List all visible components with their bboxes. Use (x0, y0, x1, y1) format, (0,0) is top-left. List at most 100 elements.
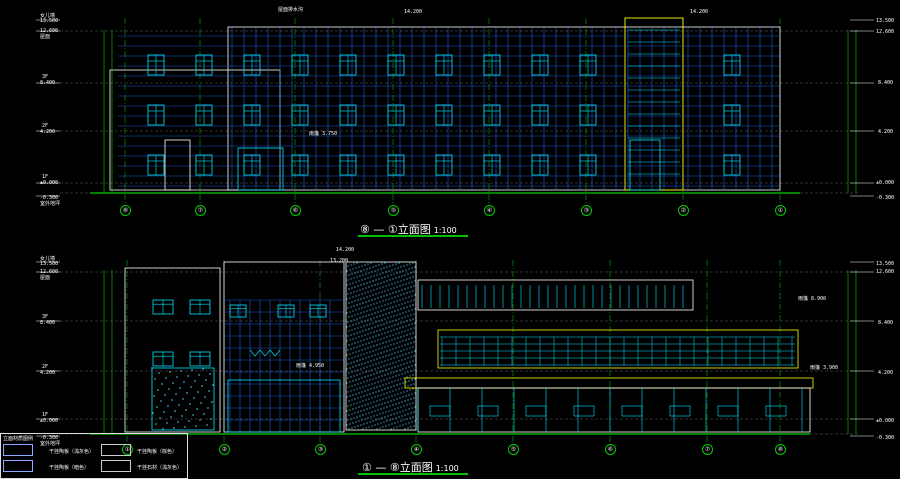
bottom-axis-8: ⑧ (775, 444, 786, 455)
bottom-stone-tower-dot (345, 345, 347, 347)
bottom-stone-tower-dot (372, 378, 374, 380)
bottom-stone-tower-dot (372, 392, 374, 394)
bottom-stone-tower-dot (380, 408, 382, 410)
bottom-left-stone-dot (200, 402, 202, 404)
bottom-stone-tower-dot (359, 387, 361, 389)
bottom-stone-tower-dot (372, 266, 374, 268)
bottom-stone-tower-dot (404, 428, 406, 430)
bottom-stone-tower-dot (381, 333, 383, 335)
bottom-stone-tower-dot (408, 366, 410, 368)
bottom-stone-tower-dot (384, 402, 386, 404)
bottom-stone-tower-dot (358, 266, 360, 268)
bottom-stone-tower-dot (402, 298, 404, 300)
bottom-left-stone-dot (197, 391, 199, 393)
bottom-stone-tower-dot (396, 384, 398, 386)
bottom-stone-tower-dot (357, 299, 359, 301)
bottom-stone-tower-dot (389, 391, 391, 393)
bottom-stone-tower-dot (387, 359, 389, 361)
bottom-stone-tower-dot (345, 415, 347, 417)
bottom-left-stone-dot (190, 386, 192, 388)
bottom-right-ground-window (429, 405, 451, 417)
bottom-stone-tower-dot (385, 411, 387, 413)
bottom-stone-tower-dot (388, 424, 390, 426)
bottom-stone-tower-dot (400, 266, 402, 268)
bottom-stone-tower-dot (397, 407, 399, 409)
bottom-stone-tower-dot (389, 363, 391, 365)
bottom-stone-tower-dot (397, 323, 399, 325)
bottom-stone-tower-dot (365, 343, 367, 345)
bottom-stone-tower-dot (403, 335, 405, 337)
bottom-left-level-label-1: 屋面 (40, 275, 51, 281)
bottom-stone-tower-dot (378, 348, 380, 350)
bottom-stone-tower-dot (372, 308, 374, 310)
bottom-note-2: 雨篷 3.900 (810, 365, 839, 371)
bottom-stone-tower-dot (357, 341, 359, 343)
bottom-stone-tower-dot (369, 295, 371, 297)
bottom-stone-tower-dot (394, 310, 396, 312)
bottom-stone-tower-dot (360, 424, 362, 426)
top-left-level-value-3: 4.200 (40, 129, 56, 135)
bottom-stone-tower-dot (413, 285, 415, 287)
bottom-stone-tower-dot (381, 389, 383, 391)
bottom-stone-tower-dot (363, 381, 365, 383)
bottom-stone-tower-dot (350, 292, 352, 294)
bottom-stone-tower-dot (405, 395, 407, 397)
legend-item-1: 干挂陶板（暗色） (49, 465, 90, 471)
bottom-stone-tower-dot (385, 285, 387, 287)
bottom-stone-tower-dot (355, 281, 357, 283)
bottom-stone-tower-dot (374, 340, 376, 342)
bottom-stone-tower-dot (395, 333, 397, 335)
bottom-stone-tower-dot (371, 383, 373, 385)
bottom-stone-tower-dot (384, 276, 386, 278)
bottom-stone-tower-dot (397, 365, 399, 367)
bottom-stone-tower-dot (367, 375, 369, 377)
bottom-stone-tower-dot (346, 270, 348, 272)
bottom-stone-tower-dot (404, 330, 406, 332)
bottom-stone-tower-dot (399, 341, 401, 343)
bottom-stone-tower-dot (357, 313, 359, 315)
bottom-stone-tower-dot (370, 416, 372, 418)
bottom-stone-tower-dot (370, 346, 372, 348)
bottom-stone-tower-dot (408, 352, 410, 354)
bottom-stone-tower-dot (398, 290, 400, 292)
bottom-stone-tower-dot (371, 327, 373, 329)
bottom-stone-tower-dot (376, 428, 378, 430)
bottom-left-stone-dot (181, 415, 183, 417)
bottom-stone-tower-dot (400, 392, 402, 394)
bottom-stone-tower-dot (380, 338, 382, 340)
bottom-stone-tower-dot (371, 341, 373, 343)
bottom-stone-tower-dot (368, 314, 370, 316)
bottom-stone-tower-dot (357, 425, 359, 427)
bottom-stone-tower-dot (376, 330, 378, 332)
bottom-stone-tower-dot (405, 409, 407, 411)
bottom-stone-tower-dot (371, 313, 373, 315)
bottom-stone-tower-dot (390, 386, 392, 388)
bottom-stone-tower-dot (346, 326, 348, 328)
bottom-stone-tower-dot (365, 399, 367, 401)
bottom-stone-tower-dot (411, 295, 413, 297)
bottom-stone-tower-dot (350, 320, 352, 322)
bottom-stone-tower-dot (410, 272, 412, 274)
bottom-stone-tower-dot (372, 364, 374, 366)
bottom-stone-tower-dot (400, 280, 402, 282)
bottom-stone-tower-dot (357, 383, 359, 385)
bottom-stone-tower-dot (405, 339, 407, 341)
top-right-level-5: -0.300 (876, 195, 895, 201)
bottom-left-stone-dot (193, 397, 195, 399)
bottom-stone-tower-dot (382, 272, 384, 274)
bottom-stone-tower-dot (354, 328, 356, 330)
bottom-stone-tower-dot (406, 404, 408, 406)
bottom-stone-tower-dot (398, 402, 400, 404)
bottom-stone-tower-dot (364, 390, 366, 392)
bottom-stone-tower-dot (403, 265, 405, 267)
bottom-left-stone-dot (203, 413, 205, 415)
bottom-stone-tower-dot (372, 350, 374, 352)
bottom-stone-tower-dot (401, 387, 403, 389)
bottom-stone-tower-dot (412, 346, 414, 348)
bottom-stone-tower-dot (389, 293, 391, 295)
bottom-stone-tower-dot (395, 417, 397, 419)
bottom-stone-tower-dot (361, 279, 363, 281)
bottom-stone-tower-dot (386, 406, 388, 408)
bottom-stone-tower-dot (408, 422, 410, 424)
